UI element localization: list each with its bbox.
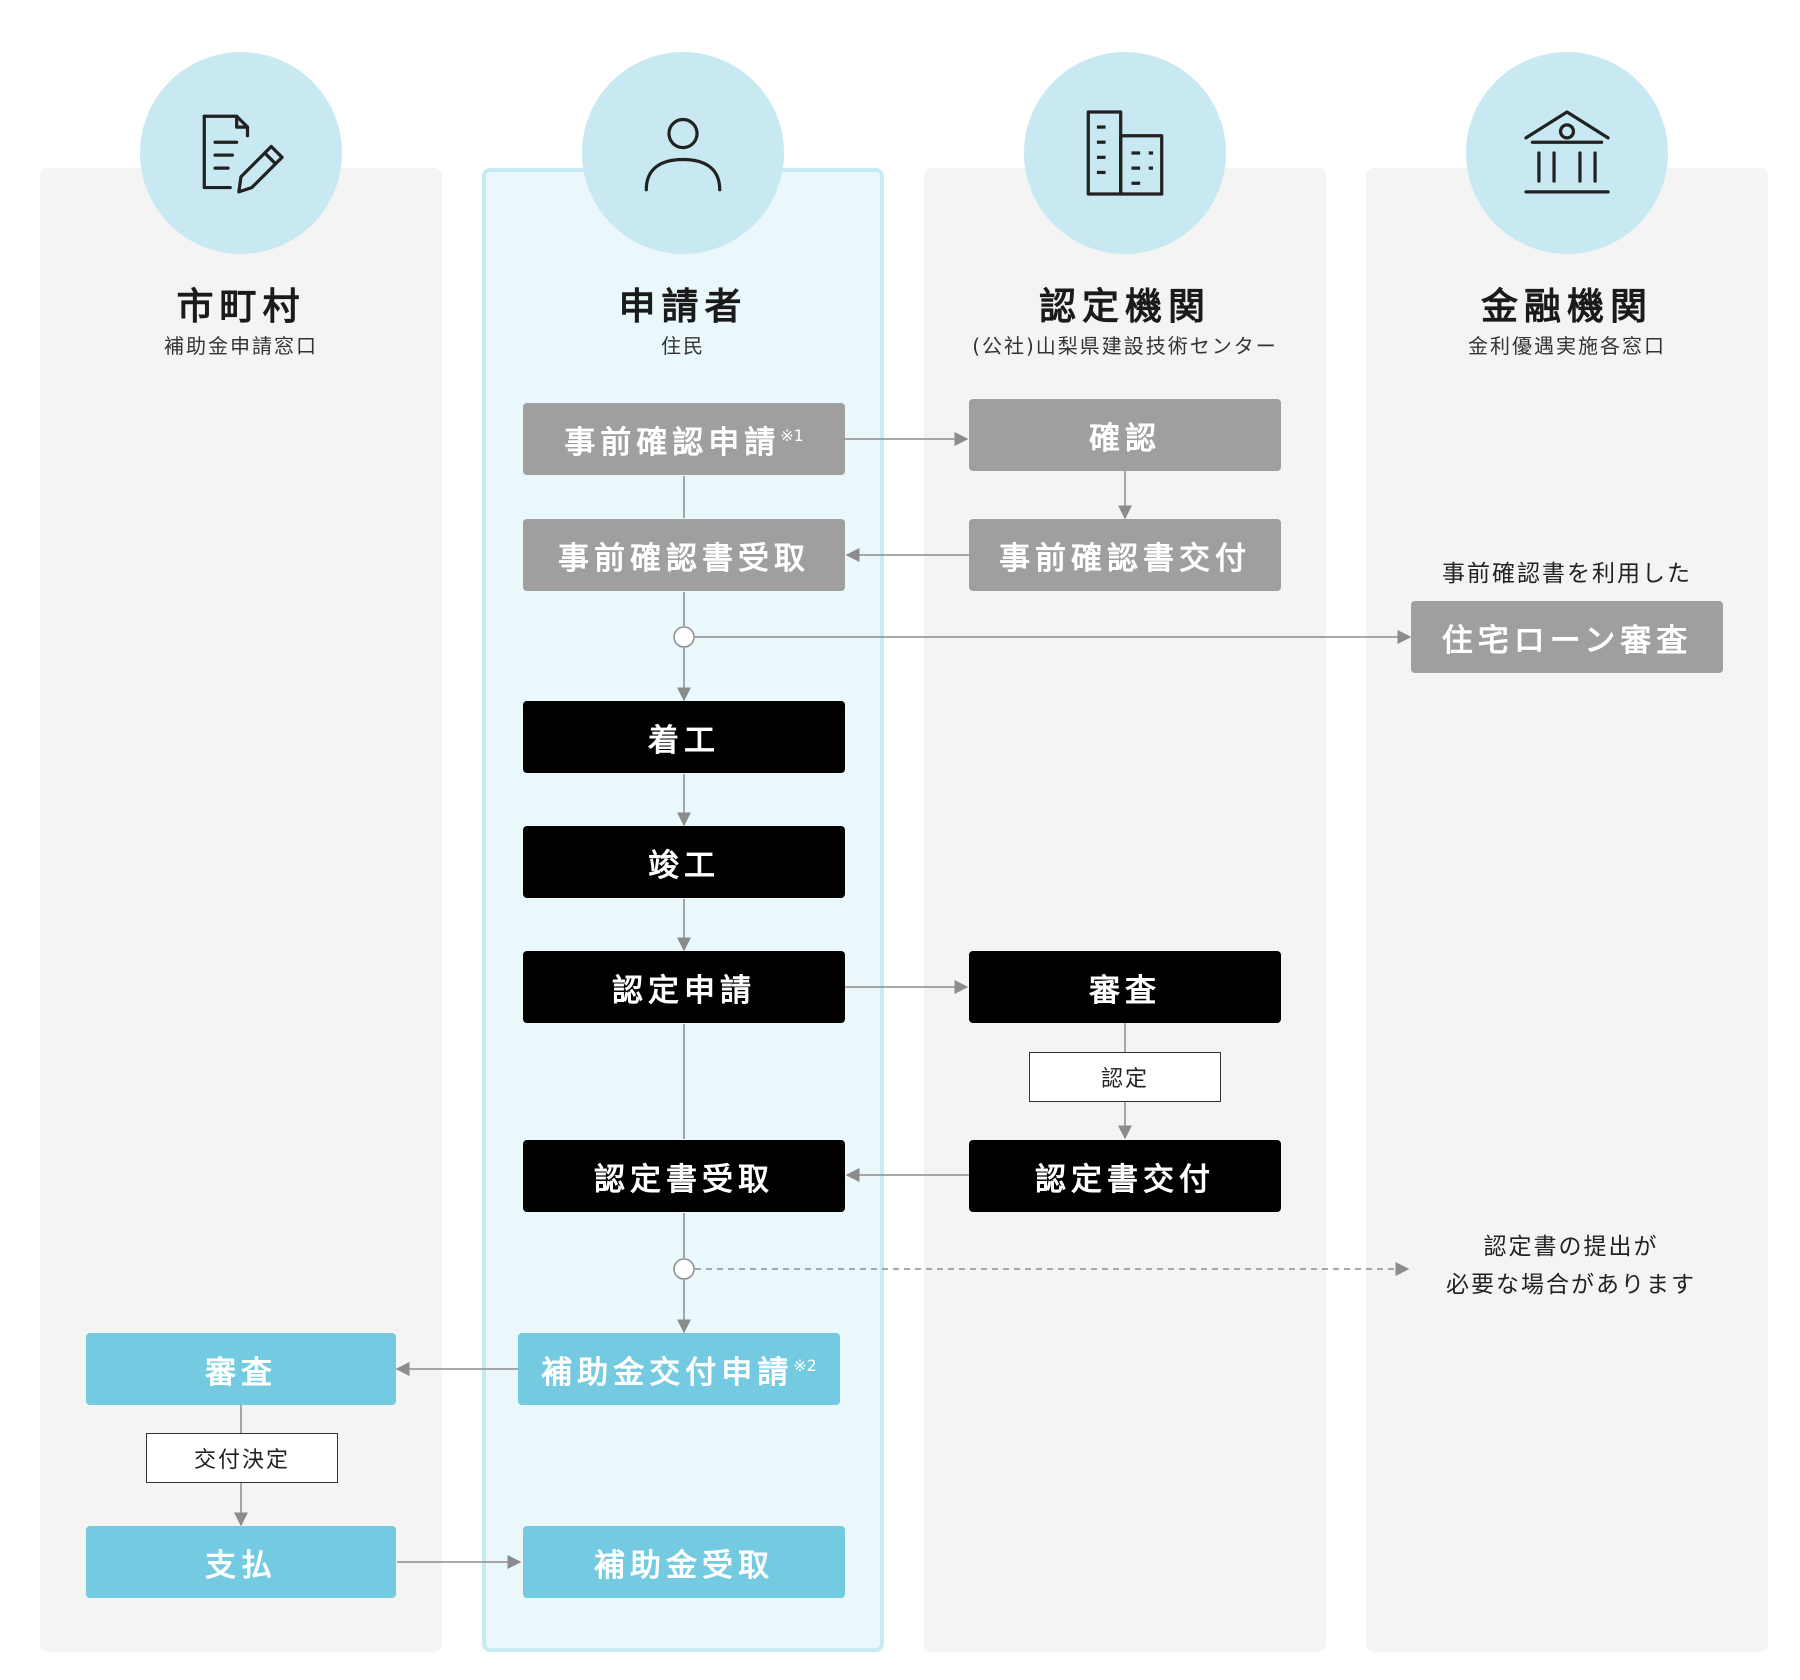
bank-icon (1466, 52, 1668, 254)
loan-note: 事前確認書を利用した (1442, 561, 1692, 587)
tag-grant-decision: 交付決定 (146, 1433, 338, 1483)
step-label: 事前確認申請 (564, 424, 781, 461)
step-certificate-issue: 認定書交付 (969, 1140, 1281, 1212)
step-construction-complete: 竣工 (523, 826, 845, 898)
lane-subtitle-municipality: 補助金申請窓口 (164, 334, 318, 358)
step-confirm: 確認 (969, 399, 1281, 471)
lane-subtitle-certification-body: (公社)山梨県建設技術センター (972, 334, 1278, 358)
note-line: 必要な場合があります (1446, 1272, 1696, 1298)
step-label: 住宅ローン審査 (1441, 622, 1693, 659)
step-label: 着工 (648, 722, 720, 759)
step-label: 認定書交付 (1035, 1161, 1215, 1198)
branch-node (673, 626, 695, 648)
step-pre-confirmation-issue: 事前確認書交付 (969, 519, 1281, 591)
step-label: 支払 (205, 1547, 277, 1584)
step-municipality-review: 審査 (86, 1333, 396, 1405)
note-line: 認定書の提出が (1483, 1234, 1659, 1260)
step-label: 認定申請 (612, 972, 756, 1009)
step-label: 補助金受取 (594, 1547, 774, 1584)
lane-subtitle-financial-institution: 金利優遇実施各窓口 (1468, 334, 1666, 358)
lane-subtitle-applicant: 住民 (661, 334, 705, 358)
step-label: 竣工 (648, 847, 720, 884)
step-label: 審査 (205, 1354, 277, 1391)
step-label: 確認 (1089, 420, 1161, 457)
step-payment: 支払 (86, 1526, 396, 1598)
step-housing-loan-review: 住宅ローン審査 (1411, 601, 1723, 673)
footnote-mark: ※2 (793, 1355, 817, 1375)
step-label: 審査 (1089, 972, 1161, 1009)
step-label: 事前確認書交付 (999, 540, 1251, 577)
step-pre-confirmation-receive: 事前確認書受取 (523, 519, 845, 591)
step-construction-start: 着工 (523, 701, 845, 773)
lane-title-applicant: 申請者 (618, 285, 748, 328)
step-certificate-receive: 認定書受取 (523, 1140, 845, 1212)
buildings-icon (1024, 52, 1226, 254)
step-subsidy-receive: 補助金受取 (523, 1526, 845, 1598)
certificate-submission-note: 認定書の提出が 必要な場合があります (1366, 1228, 1776, 1304)
step-subsidy-apply: 補助金交付申請※2 (518, 1333, 840, 1405)
tag-certification: 認定 (1029, 1052, 1221, 1102)
step-pre-confirmation-apply: 事前確認申請※1 (523, 403, 845, 475)
footnote-mark: ※1 (780, 425, 804, 445)
step-certification-review: 審査 (969, 951, 1281, 1023)
person-icon (582, 52, 784, 254)
step-label: 認定書受取 (594, 1161, 774, 1198)
lane-financial-institution (1366, 168, 1768, 1652)
lane-title-financial-institution: 金融機関 (1481, 285, 1653, 328)
step-label: 補助金交付申請 (541, 1354, 794, 1391)
step-certification-apply: 認定申請 (523, 951, 845, 1023)
lane-title-municipality: 市町村 (176, 285, 306, 328)
branch-node (673, 1258, 695, 1280)
step-label: 事前確認書受取 (558, 540, 810, 577)
document-pen-icon (140, 52, 342, 254)
lane-title-certification-body: 認定機関 (1039, 285, 1211, 328)
